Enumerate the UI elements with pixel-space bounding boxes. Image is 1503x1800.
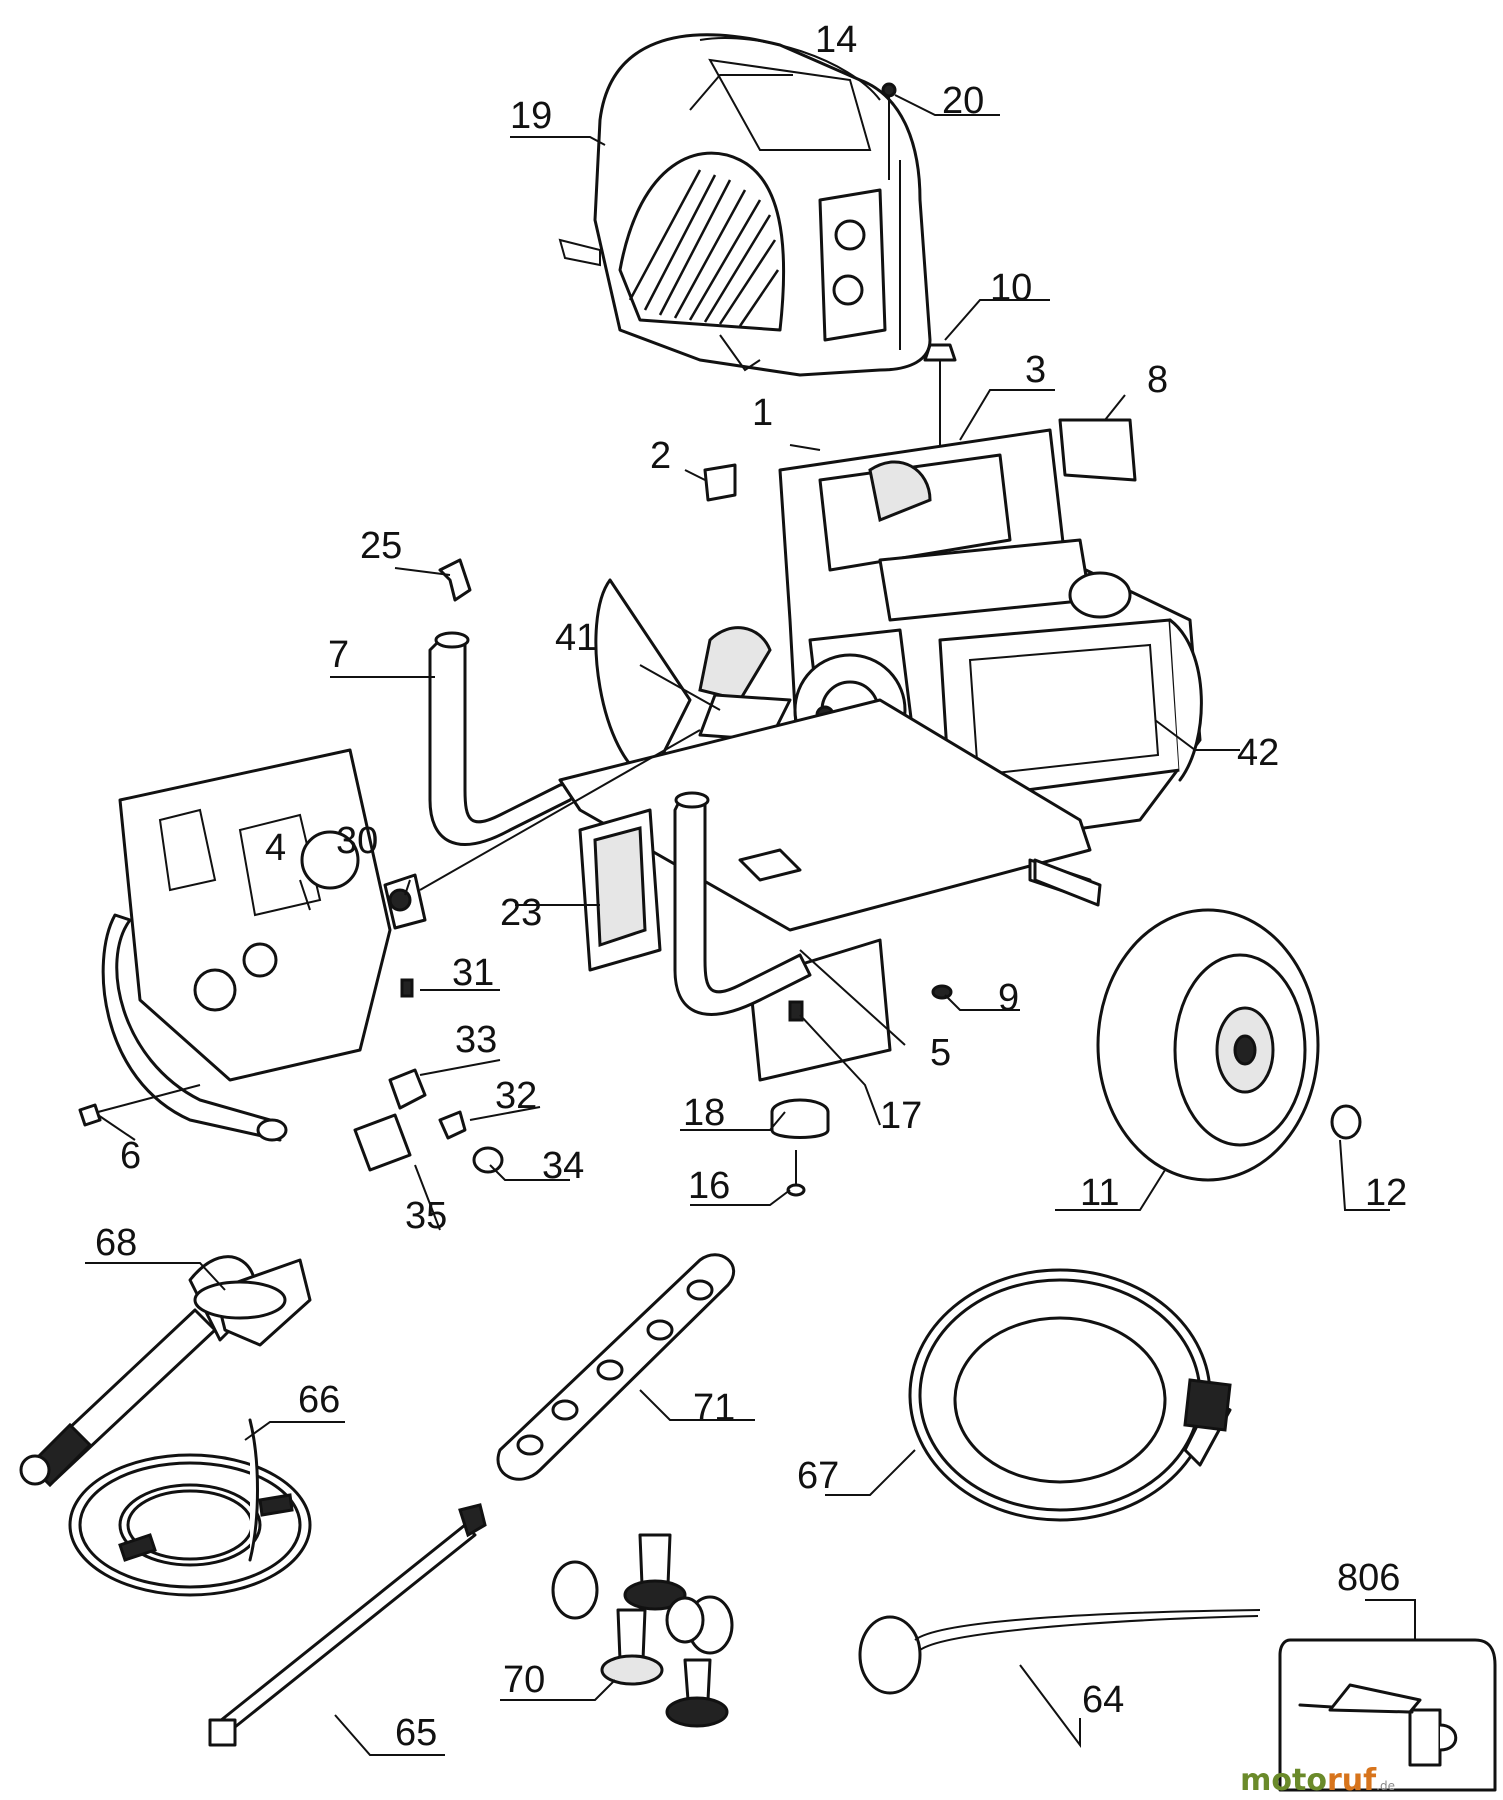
- spray-gun-68: [19, 1255, 312, 1488]
- nozzle-cleaner-64: [858, 1609, 1261, 1695]
- callout-31: 31: [452, 952, 494, 994]
- callout-8: 8: [1147, 359, 1168, 401]
- callout-11: 11: [1080, 1172, 1119, 1214]
- callout-25: 25: [360, 525, 402, 567]
- screw-20: [881, 82, 897, 180]
- callout-42: 42: [1237, 732, 1279, 774]
- cover-grille: [628, 169, 780, 327]
- callout-9: 9: [998, 977, 1019, 1019]
- callout-41: 41: [555, 617, 597, 659]
- bolt-17: [788, 1000, 804, 1022]
- callout-65: 65: [395, 1712, 437, 1754]
- coupler-30: [383, 729, 701, 930]
- callout-labels: 14 20 19 10 3 8 1 2 25 7 41 42 4 30 23 3…: [95, 19, 1407, 1754]
- callout-2: 2: [650, 435, 671, 477]
- callout-1: 1: [752, 392, 773, 434]
- callout-19: 19: [510, 95, 552, 137]
- oil-can-806: [1278, 1638, 1497, 1792]
- callout-68: 68: [95, 1222, 137, 1264]
- clip-25: [438, 558, 472, 602]
- fitting-32: [438, 1110, 467, 1140]
- frame: [428, 631, 1092, 1082]
- callout-71: 71: [693, 1387, 735, 1429]
- decal-8: [1058, 418, 1137, 482]
- callout-6: 6: [120, 1135, 141, 1177]
- callout-3: 3: [1025, 349, 1046, 391]
- decal-2: [703, 463, 737, 502]
- callout-10: 10: [990, 267, 1032, 309]
- callout-5: 5: [930, 1032, 951, 1074]
- callout-34: 34: [542, 1145, 584, 1187]
- nozzles-70: [551, 1533, 734, 1728]
- nut-33: [388, 1068, 427, 1110]
- callout-17: 17: [880, 1095, 922, 1137]
- engine-cover: [558, 33, 932, 377]
- wheel-11: [1096, 908, 1320, 1182]
- callout-16: 16: [688, 1165, 730, 1207]
- leader-lines: [85, 74, 1416, 1756]
- svg-text:motoruf.de: motoruf.de: [1240, 1763, 1395, 1798]
- hose-coil-66: [68, 1418, 312, 1597]
- callout-67: 67: [797, 1455, 839, 1497]
- hose-67: [908, 1268, 1232, 1522]
- cap-34: [472, 1146, 504, 1174]
- hubcap-12: [1330, 1104, 1362, 1140]
- callout-66: 66: [298, 1379, 340, 1421]
- washer-9: [931, 984, 953, 1000]
- plate-71: [496, 1253, 736, 1481]
- watermark: motoruf.de: [1240, 1763, 1395, 1798]
- callout-32: 32: [495, 1075, 537, 1117]
- callout-12: 12: [1365, 1172, 1407, 1214]
- quick-connect-35: [353, 1113, 412, 1172]
- set-screw-31: [400, 978, 414, 998]
- rubber-foot-18: [770, 1098, 830, 1139]
- callout-64: 64: [1082, 1679, 1124, 1721]
- callout-23: 23: [500, 892, 542, 934]
- callout-35: 35: [405, 1195, 447, 1237]
- callout-33: 33: [455, 1019, 497, 1061]
- callout-806: 806: [1337, 1557, 1400, 1599]
- screw-16: [786, 1150, 806, 1197]
- callout-4: 4: [265, 827, 286, 869]
- callout-7: 7: [328, 634, 349, 676]
- callout-20: 20: [942, 80, 984, 122]
- wand-65: [208, 1503, 487, 1747]
- callout-14: 14: [815, 19, 857, 61]
- callout-18: 18: [683, 1092, 725, 1134]
- axle: [1033, 858, 1102, 907]
- callout-70: 70: [503, 1659, 545, 1701]
- callout-30: 30: [336, 820, 378, 862]
- pump: [101, 748, 392, 1142]
- bolt-6: [78, 1084, 201, 1127]
